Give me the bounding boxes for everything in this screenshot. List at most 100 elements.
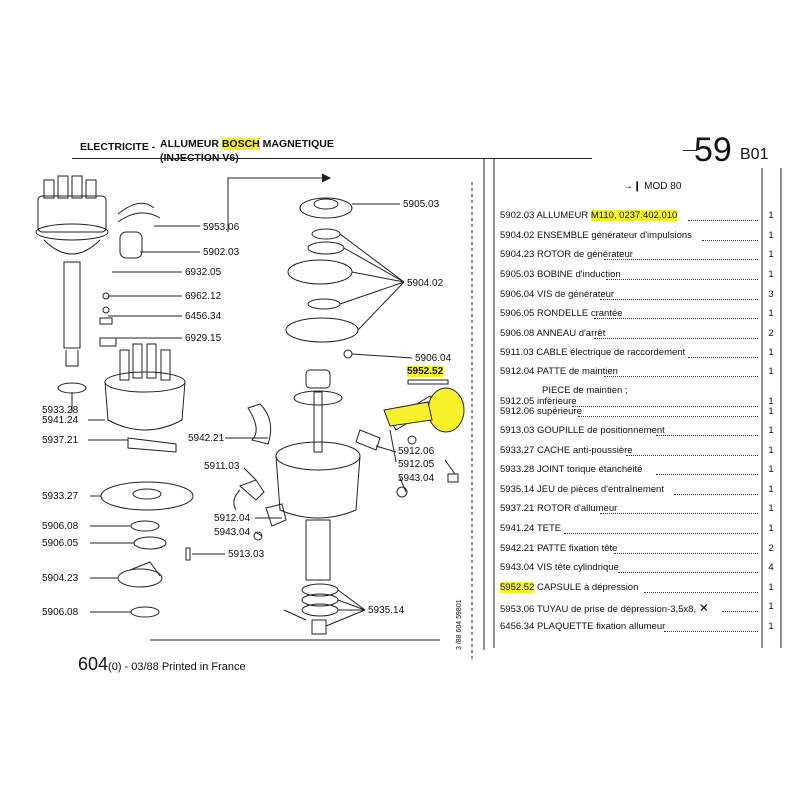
part-qty: 1 bbox=[768, 347, 774, 358]
part-row: 5941.24 TETE bbox=[500, 523, 562, 534]
label-5912-04: 5912.04 bbox=[214, 513, 251, 524]
part-qty: 1 bbox=[768, 230, 774, 241]
part-row-highlighted: 5952.52 CAPSULE à dépression bbox=[500, 582, 639, 593]
leader-dots bbox=[618, 572, 758, 573]
part-qty: 1 bbox=[768, 464, 774, 475]
label-5906-04: 5906.04 bbox=[415, 353, 452, 364]
part-row: 5937.21 ROTOR d'allumeur bbox=[500, 503, 618, 514]
part-row: 5943.04 VIS tête cylindrique bbox=[500, 562, 619, 573]
label-5902-03: 5902.03 bbox=[203, 247, 240, 258]
leader-dots bbox=[688, 220, 758, 221]
part-qty: 1 bbox=[768, 601, 774, 612]
leader-dots bbox=[644, 592, 758, 593]
part-row: 6456.34 PLAQUETTE fixation allumeur bbox=[500, 621, 666, 632]
leader-dots bbox=[688, 357, 758, 358]
part-qty: 1 bbox=[768, 210, 774, 221]
model-tag: →❙ MOD 80 bbox=[623, 181, 681, 192]
part-group-heading: PIECE de maintien ; bbox=[542, 385, 628, 396]
label-5906-08-b: 5906.08 bbox=[42, 607, 79, 618]
label-5912-05: 5912.05 bbox=[398, 459, 435, 470]
title-suffix: MAGNETIQUE bbox=[259, 138, 334, 150]
page-ref: B01 bbox=[740, 146, 769, 163]
label-5906-05: 5906.05 bbox=[42, 538, 79, 549]
label-6932-05: 6932.05 bbox=[185, 267, 222, 278]
part-qty: 3 bbox=[768, 289, 774, 300]
leader-dots bbox=[594, 318, 758, 319]
title-brand: BOSCH bbox=[221, 138, 260, 150]
leader-dots bbox=[702, 240, 758, 241]
label-6456-34: 6456.34 bbox=[185, 311, 222, 322]
label-5933-27: 5933.27 bbox=[42, 491, 79, 502]
leader-dots bbox=[722, 611, 758, 612]
page-number-dash bbox=[683, 150, 697, 151]
header-rule bbox=[72, 158, 592, 159]
part-row: 5933.27 CACHE anti-poussière bbox=[500, 445, 633, 456]
part-row: 5902.03 ALLUMEUR M110, 0237.402.010 bbox=[500, 210, 678, 221]
part-qty: 1 bbox=[768, 621, 774, 632]
footer: 604(0) - 03/88 Printed in France bbox=[78, 654, 246, 675]
leader-dots bbox=[614, 553, 758, 554]
part-row: 5912.04 PATTE de maintien bbox=[500, 366, 618, 377]
leader-dots bbox=[600, 299, 758, 300]
part-qty: 2 bbox=[768, 328, 774, 339]
label-5935-14: 5935.14 bbox=[368, 605, 405, 616]
part-qty: 1 bbox=[768, 406, 774, 417]
part-qty: 1 bbox=[768, 269, 774, 280]
label-5943-04-a: 5943.04 bbox=[214, 527, 251, 538]
label-6929-15: 6929.15 bbox=[185, 333, 222, 344]
part-qty: 4 bbox=[768, 562, 774, 573]
part-qty: 1 bbox=[768, 308, 774, 319]
part-row: 5933.28 JOINT torique étanchéité bbox=[500, 464, 643, 475]
part-row: 5906.08 ANNEAU d'arrêt bbox=[500, 328, 606, 339]
leader-dots bbox=[606, 279, 758, 280]
label-5904-02: 5904.02 bbox=[407, 278, 444, 289]
leader-dots bbox=[626, 455, 758, 456]
part-row: 5906.04 VIS de générateur bbox=[500, 289, 615, 300]
part-qty: 1 bbox=[768, 445, 774, 456]
footer-text: (0) - 03/88 Printed in France bbox=[108, 661, 246, 673]
title-prefix: ALLUMEUR bbox=[160, 138, 222, 150]
part-row: 5911.03 CABLE électrique de raccordement bbox=[500, 347, 686, 358]
label-5941-24: 5941.24 bbox=[42, 415, 79, 426]
label-5906-08-a: 5906.08 bbox=[42, 521, 79, 532]
part-row: 5905.03 BOBINE d'induction bbox=[500, 269, 621, 280]
part-row: 5906.05 RONDELLE crantée bbox=[500, 308, 623, 319]
leader-dots bbox=[656, 474, 758, 475]
leader-dots bbox=[604, 376, 758, 377]
label-5905-03: 5905.03 bbox=[403, 199, 440, 210]
label-5911-03: 5911.03 bbox=[204, 461, 240, 472]
section-title: ELECTRICITE - bbox=[80, 141, 156, 153]
part-row: 5912.06 supérieure bbox=[500, 406, 582, 417]
leader-dots bbox=[664, 631, 758, 632]
leader-dots bbox=[564, 533, 758, 534]
label-5953-06: 5953.06 bbox=[203, 222, 240, 233]
leader-dots bbox=[600, 513, 758, 514]
part-row: 5942.21 PATTE fixation tête bbox=[500, 543, 618, 554]
label-5952-52: 5952.52 bbox=[407, 366, 444, 377]
cross-out-icon: ✕ bbox=[698, 601, 709, 615]
label-5937-21: 5937.21 bbox=[42, 435, 79, 446]
part-qty: 1 bbox=[768, 523, 774, 534]
part-qty: 1 bbox=[768, 484, 774, 495]
part-row: 5904.02 ENSEMBLE générateur d'impulsions bbox=[500, 230, 692, 241]
part-qty: 1 bbox=[768, 503, 774, 514]
model-tag-text: MOD 80 bbox=[644, 181, 682, 192]
part-row: 5953.06 TUYAU de prise de dépression-3,5… bbox=[500, 601, 709, 615]
part-row: 5935.14 JEU de pièces d'entraînement bbox=[500, 484, 664, 495]
footer-vertical-ref: 3 /88 604 59801 bbox=[456, 599, 463, 650]
leader-dots bbox=[578, 416, 758, 417]
part-qty: 1 bbox=[768, 366, 774, 377]
label-5904-23: 5904.23 bbox=[42, 573, 79, 584]
page-title: ALLUMEUR BOSCH MAGNETIQUE bbox=[160, 138, 334, 150]
part-row: 5904.23 ROTOR de générateur bbox=[500, 249, 633, 260]
leader-dots bbox=[656, 435, 758, 436]
leader-dots bbox=[594, 338, 758, 339]
arrow-right-icon: →❙ bbox=[623, 181, 642, 192]
leader-dots bbox=[604, 259, 758, 260]
part-row: 5913.03 GOUPILLE de positionnement bbox=[500, 425, 665, 436]
label-6962-12: 6962.12 bbox=[185, 291, 222, 302]
part-qty: 1 bbox=[768, 425, 774, 436]
part-qty: 1 bbox=[768, 396, 774, 407]
leader-dots bbox=[674, 494, 758, 495]
